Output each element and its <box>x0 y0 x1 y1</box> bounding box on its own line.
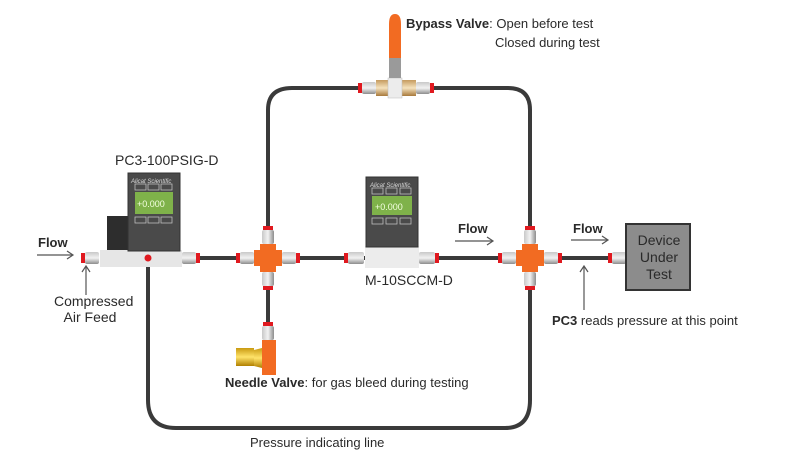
flow-label-left: Flow <box>38 235 68 250</box>
dut-line3: Test <box>646 266 672 282</box>
compressed-air-line1: Compressed <box>54 293 134 309</box>
needle-valve <box>236 340 276 375</box>
bypass-valve-desc: : Open before test <box>489 16 594 31</box>
cross-fitting-left <box>254 244 282 272</box>
meter-manifold <box>365 246 419 268</box>
pc3-note-title: PC3 <box>552 313 578 328</box>
bypass-valve-label: Bypass Valve: Open before test <box>406 16 593 32</box>
fittings-vertical <box>262 226 536 340</box>
pc3-valve-cylinder <box>107 216 129 250</box>
pc3-pointer <box>579 264 589 310</box>
device-under-test-box <box>625 223 691 291</box>
tube-pressure-line <box>146 258 532 430</box>
meter-reading: +0.000 <box>375 202 403 212</box>
cross-fitting-right <box>516 244 544 272</box>
meter-model-label: M-10SCCM-D <box>365 272 453 288</box>
flow-arrow-left <box>37 250 75 260</box>
flow-label-middle: Flow <box>458 221 488 236</box>
meter-display <box>372 196 412 215</box>
compressed-air-pointer <box>81 264 91 295</box>
fittings-horizontal <box>81 82 626 264</box>
meter-brand: Alicat Scientific <box>370 183 411 189</box>
needle-valve-text: : for gas bleed during testing <box>304 375 469 390</box>
pc3-brand: Alicat Scientific <box>131 179 172 185</box>
flow-arrows <box>37 235 610 310</box>
pc3-reading: +0.000 <box>137 199 165 209</box>
pressure-line-label: Pressure indicating line <box>250 435 385 450</box>
meter-buttons <box>371 187 412 225</box>
bypass-valve-desc-2: Closed during test <box>495 35 600 50</box>
pc3-pressure-port <box>144 254 152 262</box>
pc3-note: PC3 reads pressure at this point <box>552 313 738 329</box>
bypass-valve-title: Bypass Valve <box>406 16 490 31</box>
flow-arrow-right <box>571 235 610 245</box>
pc3-buttons <box>134 183 173 224</box>
flow-arrow-middle <box>455 236 495 246</box>
needle-valve-title: Needle Valve <box>225 375 305 390</box>
dut-line1: Device <box>637 232 681 248</box>
device-under-test-label: Device Under Test <box>626 232 692 283</box>
flow-label-right: Flow <box>573 221 603 236</box>
needle-valve-label: Needle Valve: for gas bleed during testi… <box>225 375 469 391</box>
bypass-valve <box>376 14 416 99</box>
pc3-model-label: PC3-100PSIG-D <box>115 152 219 168</box>
compressed-air-label: Compressed Air Feed <box>54 293 134 325</box>
pc3-display <box>135 192 173 214</box>
compressed-air-line2: Air Feed <box>63 309 117 325</box>
pc3-note-text: reads pressure at this point <box>577 313 738 328</box>
pc3-manifold <box>100 250 182 267</box>
dut-line2: Under <box>639 249 679 265</box>
